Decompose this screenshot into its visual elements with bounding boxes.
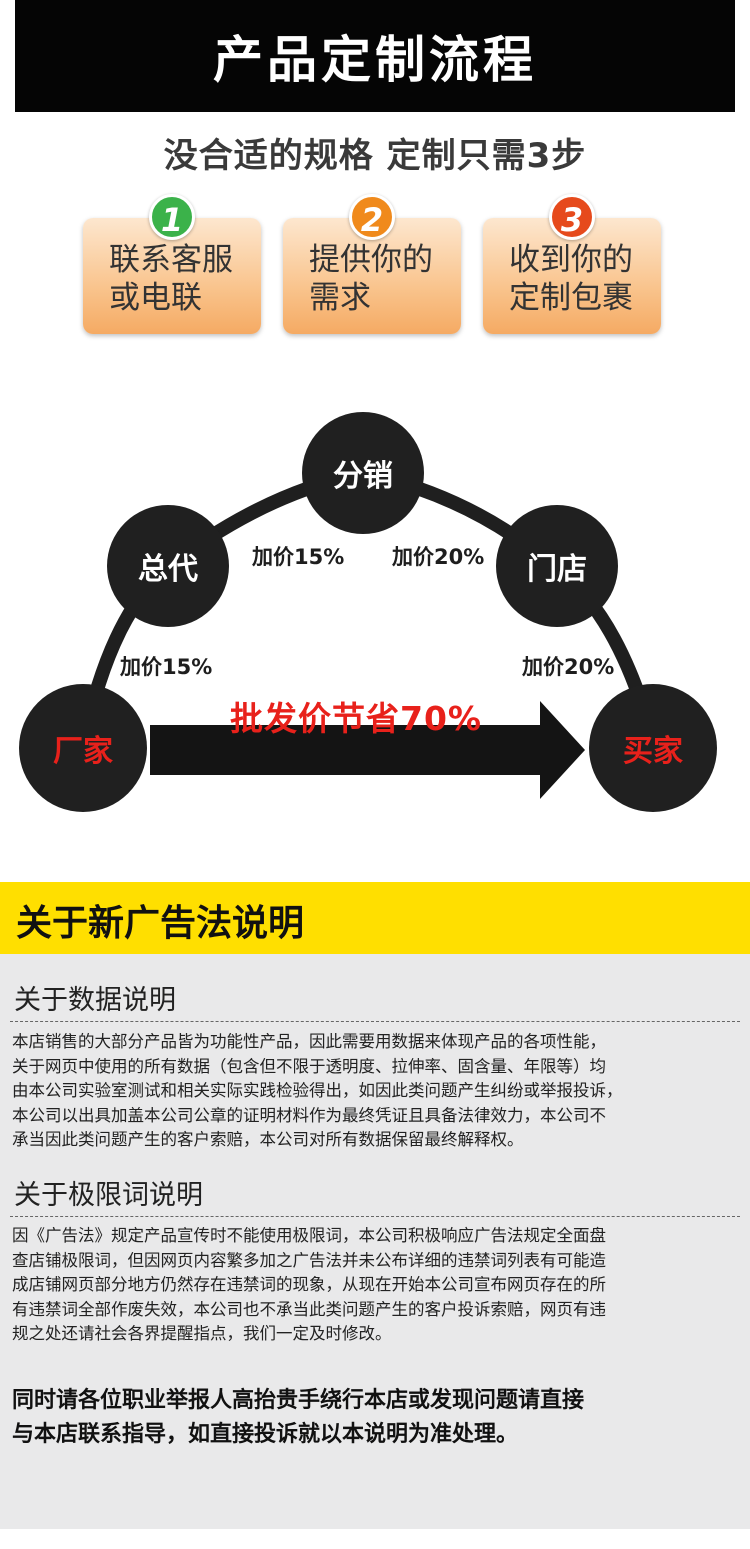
arrow-icon xyxy=(150,701,585,799)
limit-section-title: 关于极限词说明 xyxy=(14,1180,203,1211)
saving-label: 批发价节省70% xyxy=(230,699,482,738)
step-line: 提供你的 xyxy=(309,242,433,278)
text-line: 有违禁词全部作废失效，本公司也不承当此类问题产生的客户投诉索赔，网页有违 xyxy=(12,1299,606,1319)
divider xyxy=(10,1216,740,1217)
node-distributor: 分销 xyxy=(302,412,424,534)
text-line: 同时请各位职业举报人高抬贵手绕行本店或发现问题请直接 xyxy=(12,1388,585,1413)
subtitle: 没合适的规格 定制只需3步 xyxy=(163,136,587,176)
step-card-2: 2 提供你的 需求 xyxy=(283,194,461,334)
node-factory: 厂家 xyxy=(19,684,147,812)
step-card-1: 1 联系客服 或电联 xyxy=(83,194,261,334)
text-line: 成店铺网页部分地方仍然存在违禁词的现象，从现在开始本公司宣布网页存在的所 xyxy=(12,1275,606,1294)
notice-text: 同时请各位职业举报人高抬贵手绕行本店或发现问题请直接 与本店联系指导，如直接投诉… xyxy=(12,1384,738,1452)
step-line: 定制包裹 xyxy=(509,280,633,316)
divider xyxy=(10,1021,740,1022)
ad-law-title: 关于新广告法说明 xyxy=(16,903,305,944)
ad-law-panel xyxy=(0,954,750,1529)
step-number-badge-2: 2 xyxy=(349,194,395,240)
data-section-text: 本店销售的大部分产品皆为功能性产品，因此需要用数据来体现产品的各项性能， 关于网… xyxy=(12,1030,738,1153)
text-line: 本店销售的大部分产品皆为功能性产品，因此需要用数据来体现产品的各项性能， xyxy=(12,1032,606,1051)
text-line: 因《广告法》规定产品宣传时不能使用极限词，本公司积极响应广告法规定全面盘 xyxy=(12,1226,606,1245)
ad-law-banner: 关于新广告法说明 xyxy=(0,882,750,954)
text-line: 由本公司实验室测试和相关实际实践检验得出，如因此类问题产生纠纷或举报投诉， xyxy=(12,1081,623,1100)
step-line: 收到你的 xyxy=(509,242,633,278)
step-line: 联系客服 xyxy=(109,242,233,278)
markup-label: 加价20% xyxy=(392,545,485,569)
node-store: 门店 xyxy=(496,505,618,627)
step-number-badge-1: 1 xyxy=(149,194,195,240)
limit-section-text: 因《广告法》规定产品宣传时不能使用极限词，本公司积极响应广告法规定全面盘 查店铺… xyxy=(12,1224,738,1347)
text-line: 查店铺极限词，但因网页内容繁多加之广告法并未公布详细的违禁词列表有可能造 xyxy=(12,1250,606,1270)
text-line: 关于网页中使用的所有数据（包含但不限于透明度、拉伸率、固含量、年限等）均 xyxy=(12,1056,606,1076)
text-line: 承当因此类问题产生的客户索赔，本公司对所有数据保留最终解释权。 xyxy=(12,1130,524,1149)
step-card-3: 3 收到你的 定制包裹 xyxy=(483,194,661,334)
distribution-diagram: 厂家 总代 分销 门店 买家 加价15% 加价15% 加价20% 加价20% 批… xyxy=(0,395,750,875)
step-line: 需求 xyxy=(309,280,371,316)
text-line: 与本店联系指导，如直接投诉就以本说明为准处理。 xyxy=(12,1422,519,1447)
text-line: 规之处还请社会各界提醒指点，我们一定及时修改。 xyxy=(12,1324,392,1343)
node-general-agent: 总代 xyxy=(107,505,229,627)
markup-label: 加价15% xyxy=(120,655,213,679)
page-title: 产品定制流程 xyxy=(15,0,735,112)
step-number-badge-3: 3 xyxy=(549,194,595,240)
data-section-title: 关于数据说明 xyxy=(14,985,176,1016)
markup-label: 加价15% xyxy=(252,545,345,569)
markup-label: 加价20% xyxy=(522,655,615,679)
text-line: 本公司以出具加盖本公司公章的证明材料作为最终凭证且具备法律效力，本公司不 xyxy=(12,1105,606,1125)
step-line: 或电联 xyxy=(109,280,202,316)
node-buyer: 买家 xyxy=(589,684,717,812)
